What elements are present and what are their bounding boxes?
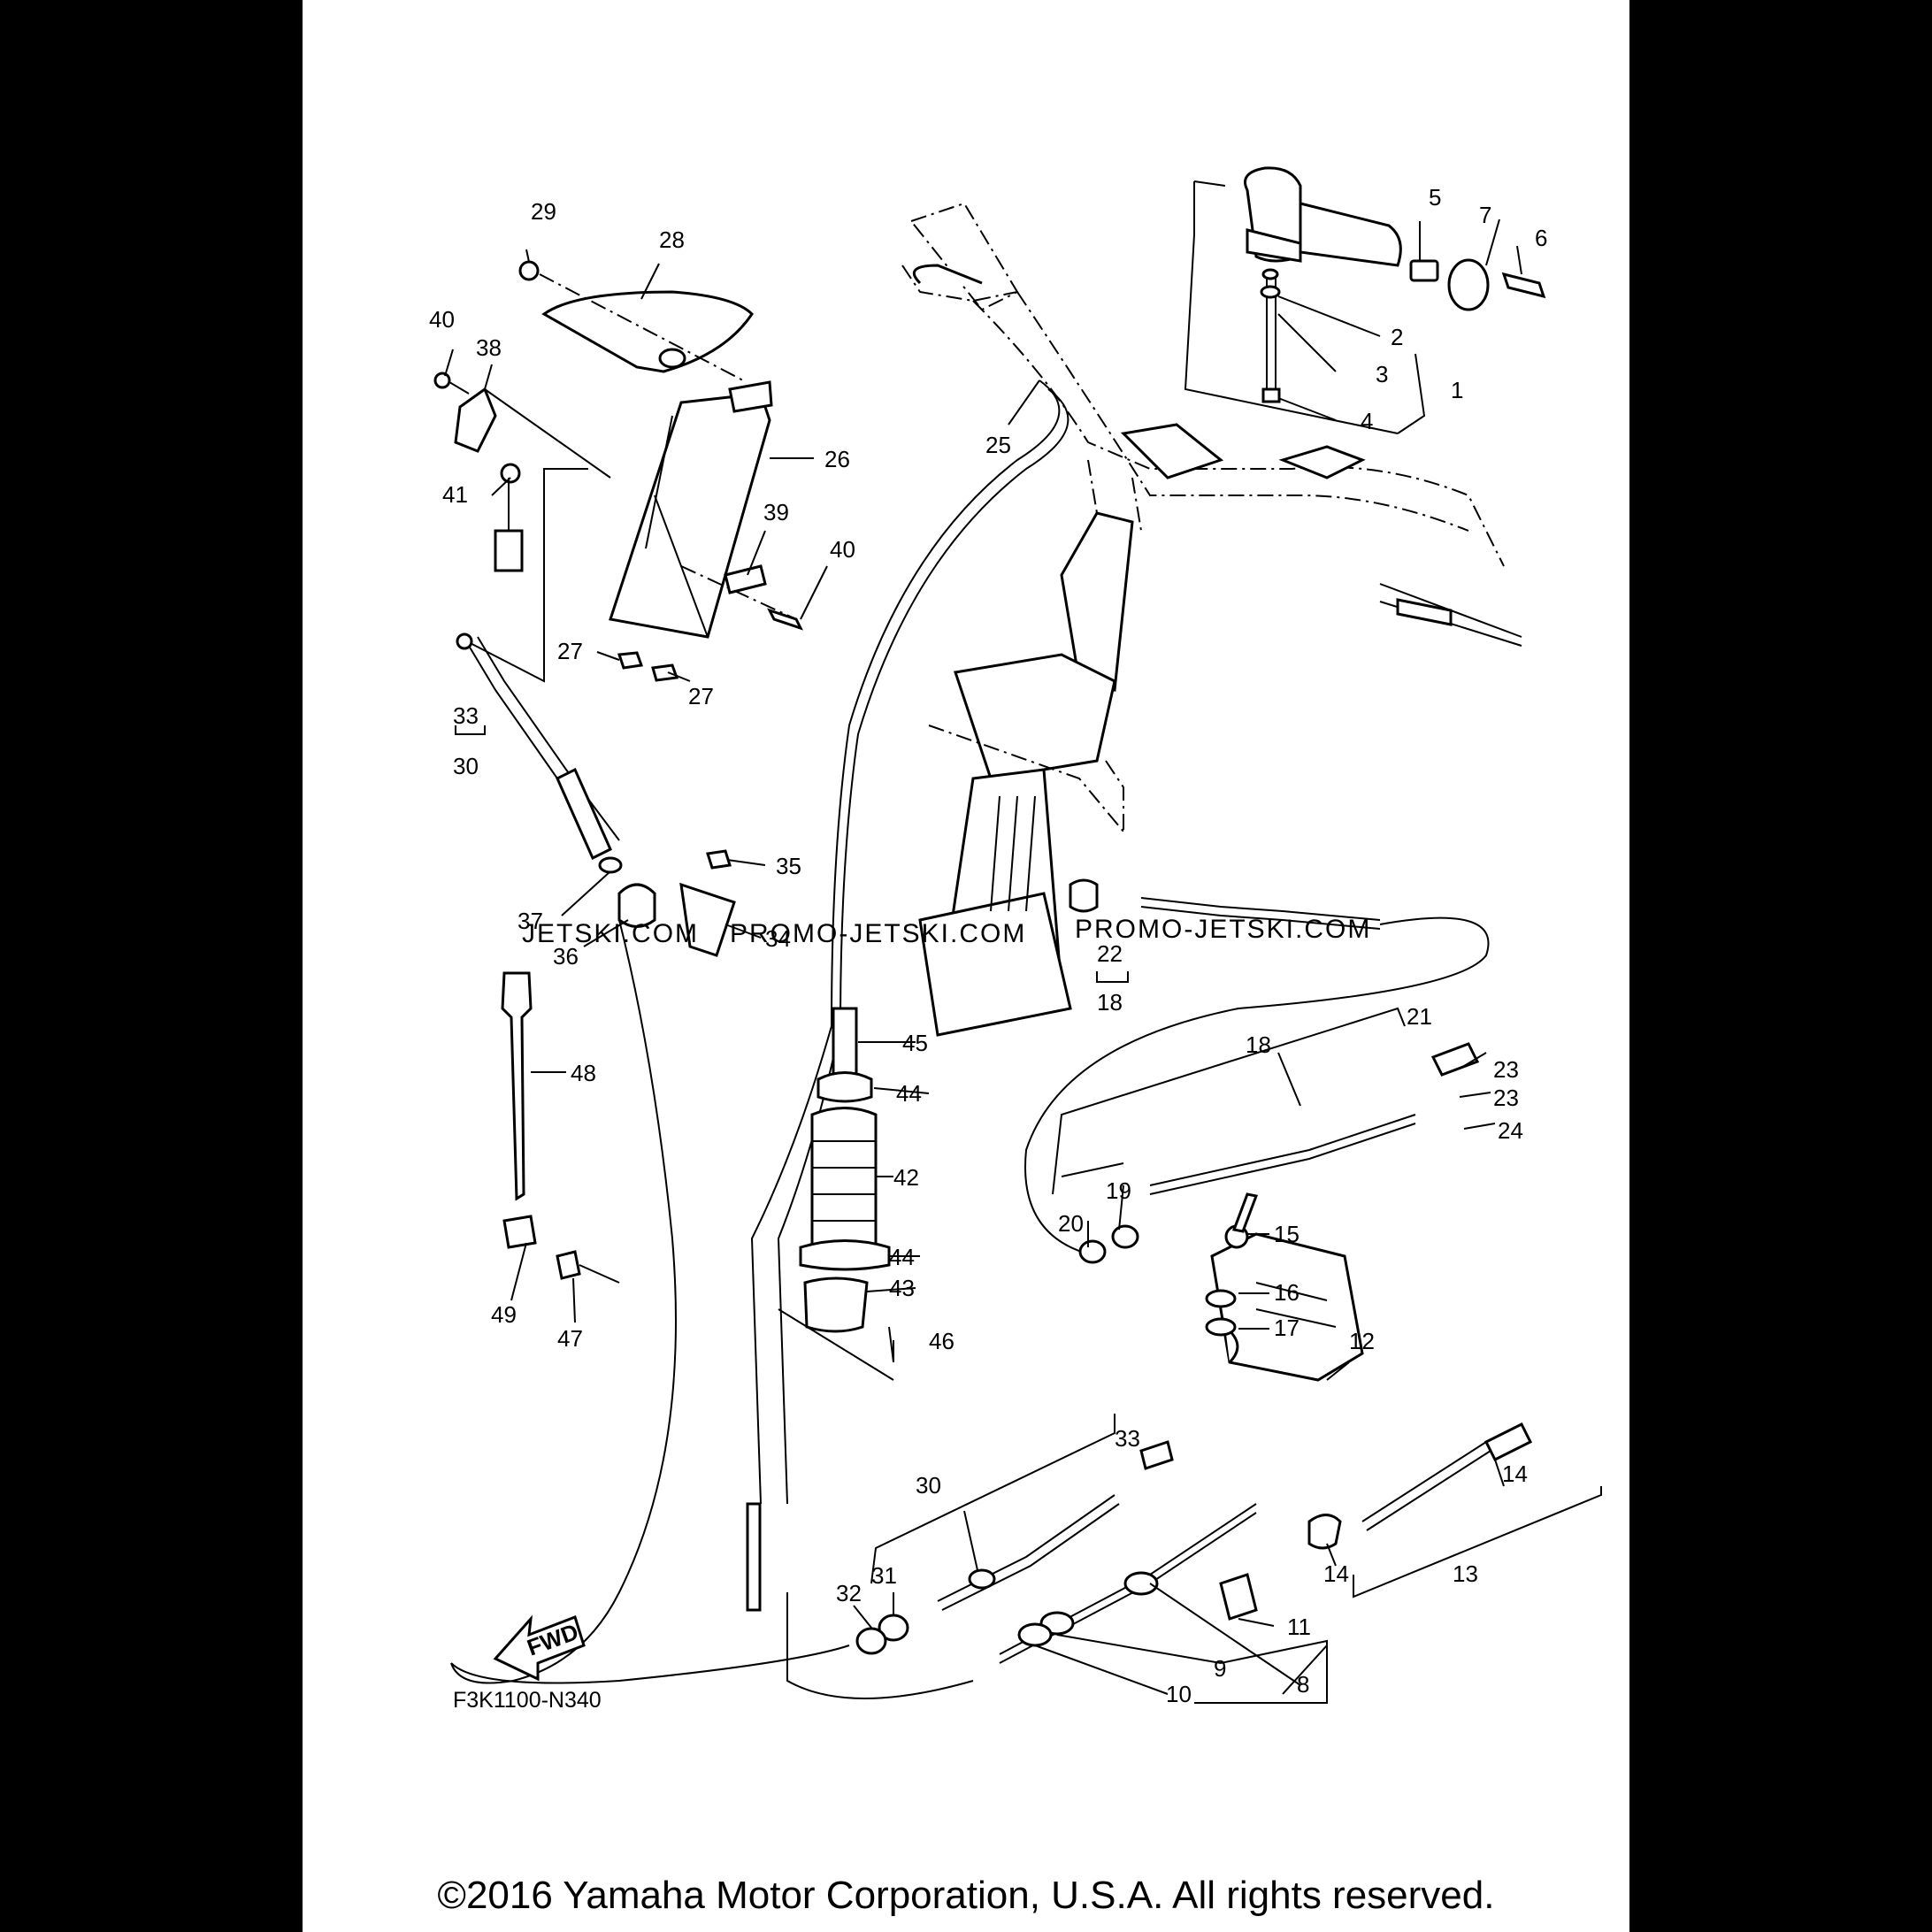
callout-27b: 27 [688, 683, 714, 709]
callout-15: 15 [1274, 1221, 1300, 1247]
callout-14a: 14 [1502, 1460, 1528, 1487]
callout-30b: 30 [916, 1472, 941, 1499]
throttle-cable [450, 632, 850, 1684]
callout-33a: 33 [453, 702, 479, 729]
callout-42: 42 [893, 1164, 919, 1191]
watermark-middle: PROMO-JETSKI.COM [730, 919, 1026, 948]
callout-26: 26 [824, 446, 850, 472]
callout-9: 9 [1214, 1655, 1226, 1682]
callout-27a: 27 [557, 638, 583, 664]
callout-35: 35 [776, 853, 801, 879]
callout-25: 25 [985, 432, 1011, 458]
callout-2: 2 [1391, 324, 1403, 350]
callout-49: 49 [491, 1301, 517, 1328]
callout-41: 41 [442, 481, 468, 508]
callout-4: 4 [1361, 408, 1373, 434]
callout-23a: 23 [1493, 1056, 1519, 1083]
callout-20: 20 [1058, 1210, 1084, 1237]
callout-10: 10 [1166, 1681, 1192, 1707]
callout-11: 11 [1287, 1614, 1311, 1640]
callout-40a: 40 [429, 306, 455, 333]
callout-31: 31 [871, 1562, 897, 1589]
callout-32: 32 [836, 1580, 862, 1606]
shift-cable [1024, 878, 1490, 1264]
callout-48: 48 [571, 1060, 596, 1086]
callout-18b: 18 [1097, 989, 1123, 1016]
callout-33b: 33 [1115, 1425, 1140, 1452]
callout-7: 7 [1479, 202, 1491, 228]
callout-22: 22 [1097, 940, 1123, 967]
figure-code: F3K1100-N340 [453, 1688, 602, 1713]
callout-1: 1 [1451, 377, 1463, 403]
copyright-notice: ©2016 Yamaha Motor Corporation, U.S.A. A… [437, 1874, 1495, 1917]
leader-lines [444, 218, 1602, 1704]
callout-5: 5 [1429, 184, 1441, 211]
callout-36: 36 [553, 943, 579, 970]
callout-24: 24 [1498, 1117, 1523, 1144]
callout-47: 47 [557, 1325, 583, 1352]
bracket-assembly [855, 1192, 1533, 1664]
callout-23b: 23 [1493, 1085, 1519, 1111]
callout-39: 39 [763, 499, 789, 525]
part-callouts: 1 2 3 4 5 6 7 8 9 10 11 12 13 14 14 15 1… [429, 184, 1547, 1707]
callout-37: 37 [518, 908, 543, 934]
callout-13: 13 [1453, 1560, 1478, 1587]
callout-19: 19 [1106, 1177, 1131, 1204]
callout-45: 45 [902, 1030, 928, 1056]
callout-34: 34 [765, 925, 791, 952]
callout-28: 28 [659, 226, 685, 253]
steering-cable [746, 380, 1070, 1699]
callout-44b: 44 [889, 1244, 915, 1270]
watermarks: JETSKI.COM PROMO-JETSKI.COM PROMO-JETSKI… [522, 915, 1371, 948]
callout-14b: 14 [1323, 1560, 1349, 1587]
callout-8: 8 [1297, 1671, 1309, 1698]
callout-30a: 30 [453, 753, 479, 779]
callout-21: 21 [1407, 1003, 1432, 1030]
callout-3: 3 [1376, 361, 1388, 387]
display-assembly [433, 260, 803, 683]
callout-17: 17 [1274, 1315, 1300, 1341]
callout-40b: 40 [830, 536, 855, 563]
loose-parts [501, 971, 894, 1363]
callout-44a: 44 [896, 1080, 922, 1107]
callout-12: 12 [1349, 1328, 1375, 1354]
callout-16: 16 [1274, 1279, 1300, 1306]
callout-29: 29 [531, 198, 556, 225]
callout-18a: 18 [1246, 1031, 1271, 1058]
watermark-right: PROMO-JETSKI.COM [1075, 915, 1371, 944]
handlebar-assembly [901, 166, 1546, 1037]
callout-43: 43 [889, 1275, 915, 1301]
fwd-arrow-icon: FWD [493, 1614, 586, 1682]
callout-46: 46 [929, 1328, 954, 1354]
callout-38: 38 [476, 334, 502, 361]
callout-6: 6 [1535, 225, 1547, 251]
watermark-left: JETSKI.COM [522, 919, 699, 948]
